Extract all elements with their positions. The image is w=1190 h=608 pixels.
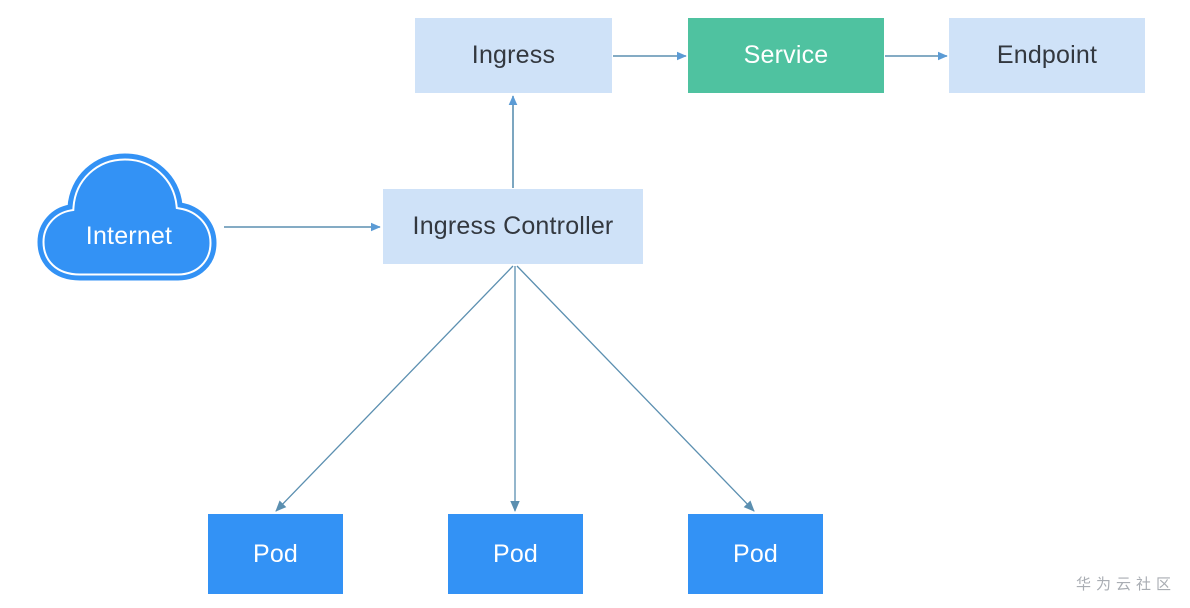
node-endpoint-label: Endpoint (996, 41, 1098, 69)
watermark: 华为云社区 (1075, 575, 1176, 593)
node-pod-2-label: Pod (492, 539, 539, 568)
node-ingress-controller-label: Ingress Controller (412, 212, 614, 240)
node-service[interactable]: Service (688, 18, 884, 93)
edge-controller-to-pod-1 (275, 265, 514, 512)
node-pod-2[interactable]: Pod (448, 514, 583, 594)
node-ingress[interactable]: Ingress (415, 18, 612, 93)
node-pod-3[interactable]: Pod (688, 514, 823, 594)
node-pod-3-label: Pod (732, 539, 779, 568)
edge-controller-to-pod-3 (516, 265, 755, 512)
internet-cloud-icon (35, 151, 219, 283)
node-endpoint[interactable]: Endpoint (949, 18, 1145, 93)
node-ingress-label: Ingress (471, 41, 556, 69)
node-pod-1[interactable]: Pod (208, 514, 343, 594)
node-ingress-controller[interactable]: Ingress Controller (383, 189, 643, 264)
node-pod-1-label: Pod (252, 539, 299, 568)
node-service-label: Service (743, 41, 829, 69)
